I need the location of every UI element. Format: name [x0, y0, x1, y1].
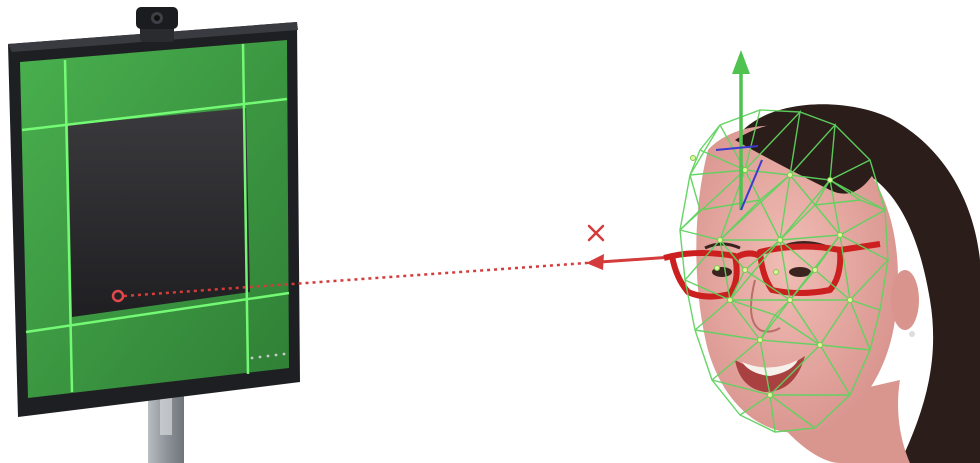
inner-dark-region	[68, 108, 250, 317]
ear	[891, 270, 919, 330]
webcam-icon	[136, 7, 178, 42]
axis-up-arrowhead	[732, 50, 750, 74]
glasses-left-arm	[664, 256, 672, 258]
x-marker-icon	[589, 226, 603, 240]
gaze-arrowhead	[586, 254, 604, 270]
right-eye	[789, 267, 811, 277]
earring	[909, 331, 915, 337]
monitor	[8, 22, 300, 417]
